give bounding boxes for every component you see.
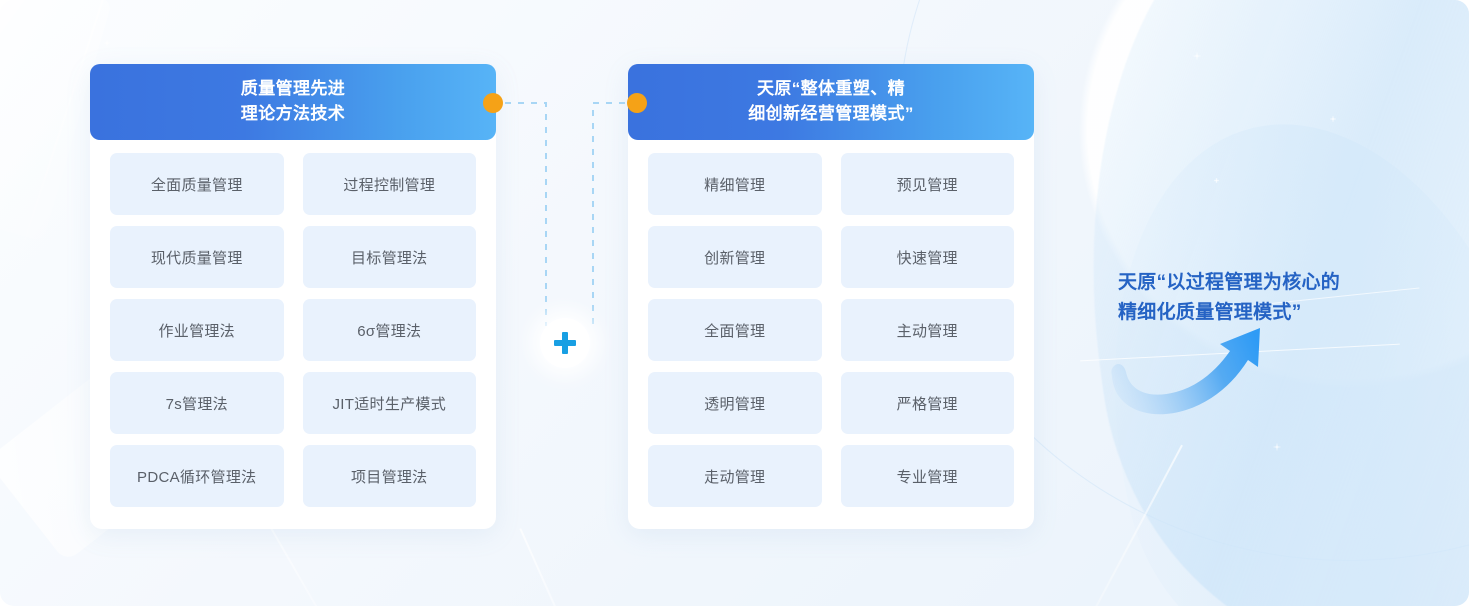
panel-header-line2: 理论方法技术 <box>240 104 346 123</box>
connector-path-left <box>492 102 547 326</box>
panel-header-line1: 质量管理先进 <box>240 79 346 99</box>
tile-item[interactable]: 创新管理 <box>648 226 822 288</box>
tile-item[interactable]: 透明管理 <box>648 372 822 434</box>
tile-item[interactable]: 过程控制管理 <box>302 153 476 215</box>
tile-item[interactable]: 快速管理 <box>840 226 1014 288</box>
tile-item[interactable]: 6σ管理法 <box>302 299 476 361</box>
panel-header-tianyuan-model: 天原“整体重塑、精 细创新经营管理模式” <box>628 64 1034 140</box>
sparkle-icon <box>1193 52 1201 60</box>
tile-item[interactable]: 全面质量管理 <box>110 153 284 215</box>
connector-path-right <box>592 102 638 326</box>
background-streak <box>1059 444 1183 606</box>
connector-dot-left <box>483 93 503 113</box>
panel-header-line2: 细创新经营管理模式” <box>748 104 914 123</box>
sparkle-icon <box>1273 443 1281 451</box>
connector-svg <box>483 93 647 326</box>
plus-operator-badge <box>540 318 590 368</box>
tile-item[interactable]: 目标管理法 <box>302 226 476 288</box>
sparkle-icon <box>1330 116 1336 122</box>
tile-item[interactable]: 全面管理 <box>648 299 822 361</box>
background-streak <box>519 528 603 606</box>
tile-item[interactable]: 走动管理 <box>648 445 822 507</box>
tile-item[interactable]: 项目管理法 <box>302 445 476 507</box>
panel-tianyuan-model: 天原“整体重塑、精 细创新经营管理模式” 精细管理 预见管理 创新管理 快速管理… <box>628 64 1034 529</box>
tile-item[interactable]: 预见管理 <box>840 153 1014 215</box>
tile-item[interactable]: 专业管理 <box>840 445 1014 507</box>
panel-quality-theory: 质量管理先进 理论方法技术 全面质量管理 过程控制管理 现代质量管理 目标管理法… <box>90 64 496 529</box>
panel-header-line1: 天原“整体重塑、精 <box>756 79 906 99</box>
sparkle-icon <box>1214 178 1219 183</box>
tile-item[interactable]: 7s管理法 <box>110 372 284 434</box>
outcome-title: 天原“以过程管理为核心的 精细化质量管理模式” <box>1118 268 1448 329</box>
outcome-line1: 天原“以过程管理为核心的 <box>1118 272 1341 293</box>
tile-item[interactable]: JIT适时生产模式 <box>302 372 476 434</box>
arrow-shape <box>1111 328 1260 415</box>
curved-arrow-icon <box>1111 328 1260 415</box>
outcome-line2: 精细化质量管理模式” <box>1118 302 1302 324</box>
tile-item[interactable]: PDCA循环管理法 <box>110 445 284 507</box>
connector-dot-right <box>627 93 647 113</box>
panel-header-quality-theory: 质量管理先进 理论方法技术 <box>90 64 496 140</box>
tile-item[interactable]: 现代质量管理 <box>110 226 284 288</box>
outcome-block: 天原“以过程管理为核心的 精细化质量管理模式” <box>1111 268 1448 415</box>
tile-item[interactable]: 主动管理 <box>840 299 1014 361</box>
tile-item[interactable]: 作业管理法 <box>110 299 284 361</box>
tile-item[interactable]: 严格管理 <box>840 372 1014 434</box>
tile-grid-tianyuan-model: 精细管理 预见管理 创新管理 快速管理 全面管理 主动管理 透明管理 严格管理 … <box>628 140 1034 529</box>
sparkle-icon <box>100 36 114 50</box>
tile-grid-quality-theory: 全面质量管理 过程控制管理 现代质量管理 目标管理法 作业管理法 6σ管理法 7… <box>90 140 496 529</box>
connector-lines <box>482 86 648 386</box>
plus-icon <box>554 332 576 354</box>
tile-item[interactable]: 精细管理 <box>648 153 822 215</box>
